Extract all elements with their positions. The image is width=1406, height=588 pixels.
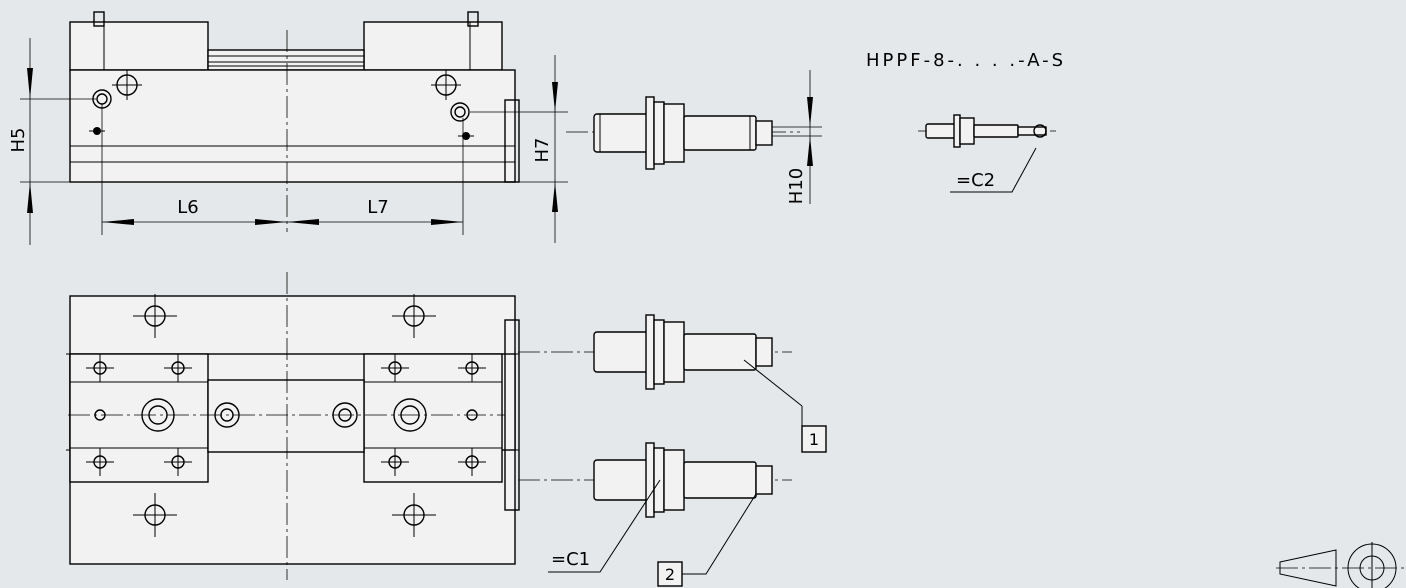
dim-h5-label: H5 — [8, 128, 29, 153]
dim-h7-label: H7 — [532, 138, 553, 163]
shock-absorber-side-view — [566, 96, 800, 170]
shock-absorber-1: 1 — [518, 314, 827, 453]
top-view — [66, 272, 520, 580]
dimension-h10: H10 — [772, 70, 822, 204]
dimension-l6-l7: L6 L7 — [101, 104, 464, 235]
projection-symbol-icon — [1276, 542, 1404, 588]
dimension-h5: H5 — [8, 38, 96, 245]
callout-1-box — [801, 425, 827, 453]
front-view — [69, 11, 520, 232]
wrench-1-label: =C1 — [551, 549, 590, 570]
callout-2-box — [657, 561, 683, 587]
wrench-2-label: =C2 — [956, 170, 995, 191]
variant-detail: HPPF-8-. . . .-A-S =C2 — [866, 50, 1066, 193]
callout-2-label: 2 — [665, 565, 675, 584]
dim-l6-label: L6 — [177, 197, 198, 218]
dim-h10-label: H10 — [786, 168, 807, 204]
shock-absorber-2: 2 =C1 — [518, 442, 792, 587]
variant-code: HPPF-8-. . . .-A-S — [866, 50, 1066, 71]
callout-1-label: 1 — [809, 430, 819, 449]
dim-l7-label: L7 — [367, 197, 388, 218]
dimension-h7: H7 — [470, 55, 568, 243]
